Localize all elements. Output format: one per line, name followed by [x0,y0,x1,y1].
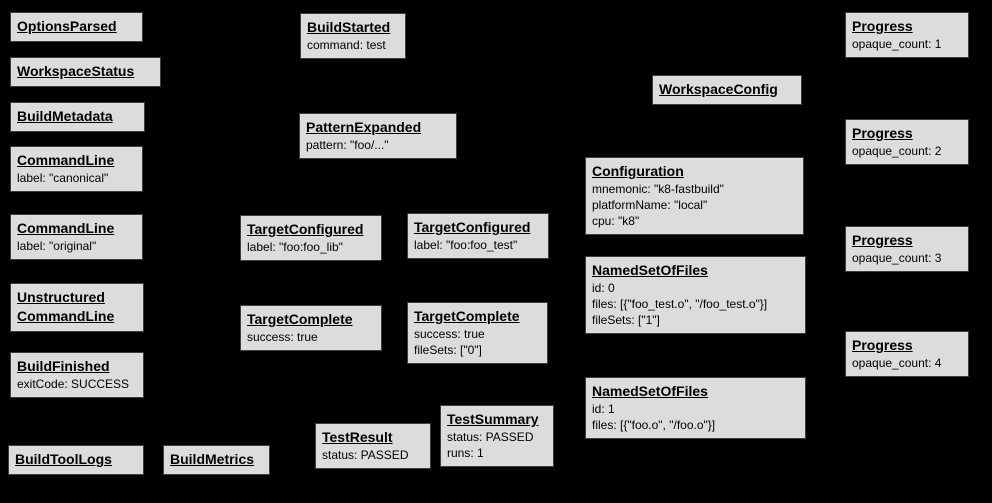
node-title: BuildMetrics [170,451,255,467]
node-title: Progress [852,18,913,34]
node-field: status: PASSED [447,430,534,444]
node-field: status: PASSED [322,448,409,462]
node-build-tool-logs: BuildToolLogs [8,445,144,475]
node-title: TestSummary [447,411,539,427]
node-field: opaque_count: 2 [852,144,942,158]
node-field: files: [{"foo_test.o", "/foo_test.o"}] [592,297,768,311]
node-field: platformName: "local" [592,198,708,212]
node-title: WorkspaceConfig [659,81,778,97]
node-field: label: "foo:foo_lib" [247,240,343,254]
node-build-metrics: BuildMetrics [163,445,270,475]
node-workspace-status: WorkspaceStatus [10,57,161,87]
node-title: TargetComplete [414,308,520,324]
node-title: Unstructured [17,289,105,305]
node-field: opaque_count: 1 [852,37,942,51]
node-title: TargetConfigured [247,221,364,237]
node-field: label: "original" [17,239,97,253]
node-field: success: true [414,327,485,341]
node-title: Progress [852,337,913,353]
node-target-configured-foo-test: TargetConfigured label: "foo:foo_test" [407,213,549,259]
node-field: id: 0 [592,281,615,295]
node-title: BuildStarted [307,19,391,35]
node-field: fileSets: ["1"] [592,313,660,327]
node-title: OptionsParsed [17,18,117,34]
node-field: label: "foo:foo_test" [414,238,518,252]
node-field: cpu: "k8" [592,214,640,228]
node-field: id: 1 [592,402,615,416]
node-title: Progress [852,125,913,141]
node-test-summary: TestSummary status: PASSED runs: 1 [440,405,554,467]
node-workspace-config: WorkspaceConfig [652,75,802,105]
node-field: runs: 1 [447,446,484,460]
node-progress-1: Progress opaque_count: 1 [845,12,969,58]
node-field: fileSets: ["0"] [414,343,482,357]
node-title: Configuration [592,163,684,179]
node-progress-4: Progress opaque_count: 4 [845,331,969,377]
node-build-metadata: BuildMetadata [10,102,145,132]
node-pattern-expanded: PatternExpanded pattern: "foo/..." [299,113,457,159]
node-title: Progress [852,232,913,248]
node-configuration: Configuration mnemonic: "k8-fastbuild" p… [585,157,804,235]
node-title: NamedSetOfFiles [592,383,708,399]
node-build-started: BuildStarted command: test [300,13,406,59]
node-build-finished: BuildFinished exitCode: SUCCESS [10,352,144,398]
node-title: TargetComplete [247,311,353,327]
node-field: exitCode: SUCCESS [17,377,130,391]
node-target-configured-foo-lib: TargetConfigured label: "foo:foo_lib" [240,215,382,261]
node-named-set-of-files-1: NamedSetOfFiles id: 1 files: [{"foo.o", … [585,377,806,439]
node-title: TargetConfigured [414,219,531,235]
node-title: CommandLine [17,308,115,324]
node-field: success: true [247,330,318,344]
node-title: TestResult [322,429,393,445]
node-title: CommandLine [17,152,115,168]
node-title: NamedSetOfFiles [592,262,708,278]
node-progress-2: Progress opaque_count: 2 [845,119,969,165]
node-title: CommandLine [17,220,115,236]
node-options-parsed: OptionsParsed [10,12,143,42]
node-progress-3: Progress opaque_count: 3 [845,226,969,272]
node-title: WorkspaceStatus [17,63,135,79]
node-field: command: test [307,38,386,52]
node-command-line-canonical: CommandLine label: "canonical" [10,146,143,192]
node-field: files: [{"foo.o", "/foo.o"}] [592,418,716,432]
node-title: BuildToolLogs [15,451,112,467]
node-field: opaque_count: 4 [852,356,942,370]
node-unstructured-command-line: Unstructured CommandLine [10,283,144,332]
node-title: BuildFinished [17,358,110,374]
node-named-set-of-files-0: NamedSetOfFiles id: 0 files: [{"foo_test… [585,256,806,334]
node-title: PatternExpanded [306,119,422,135]
node-field: mnemonic: "k8-fastbuild" [592,182,724,196]
node-command-line-original: CommandLine label: "original" [10,214,143,260]
node-title: BuildMetadata [17,108,113,124]
node-field: pattern: "foo/..." [306,138,389,152]
node-field: label: "canonical" [17,171,109,185]
node-target-complete-foo-lib: TargetComplete success: true [240,305,382,351]
node-test-result: TestResult status: PASSED [315,423,431,469]
node-field: opaque_count: 3 [852,251,942,265]
node-target-complete-foo-test: TargetComplete success: true fileSets: [… [407,302,548,364]
